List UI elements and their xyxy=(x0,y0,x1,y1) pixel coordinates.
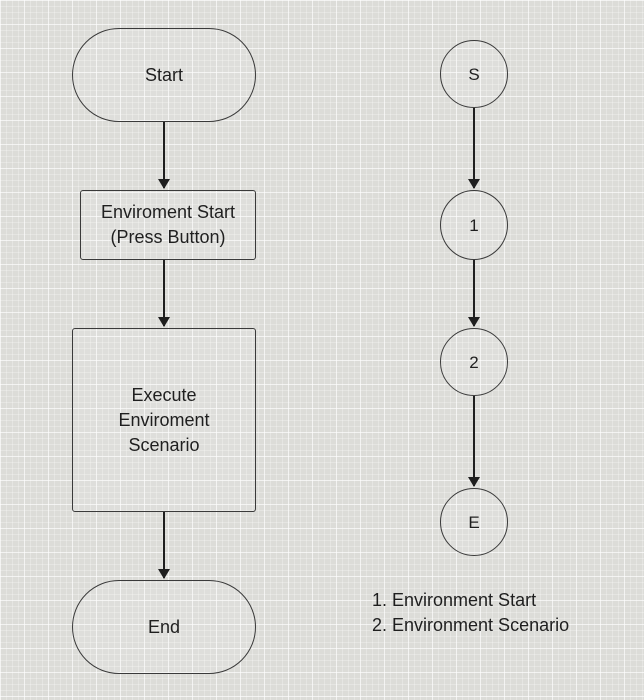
flowchart-step-execute-scenario-label: Execute Enviroment Scenario xyxy=(118,384,210,455)
legend-item-2: 2. Environment Scenario xyxy=(372,615,570,635)
flowchart-end-label: End xyxy=(147,616,181,637)
state-node-start: S xyxy=(440,40,508,108)
state-node-1: 1 xyxy=(440,190,508,260)
flowchart-step-environment-start-label: Enviroment Start (Press Button) xyxy=(100,202,236,247)
state-node-2-label: 2 xyxy=(469,352,479,372)
flowchart-end-terminal: End xyxy=(72,580,256,674)
flowchart-start-label: Start xyxy=(144,64,183,85)
legend-item-1: 1. Environment Start xyxy=(372,590,537,610)
state-node-start-label: S xyxy=(468,64,480,84)
state-node-end-label: E xyxy=(468,512,480,532)
state-node-1-label: 1 xyxy=(469,215,479,235)
state-node-end: E xyxy=(440,488,508,556)
state-legend: 1. Environment Start 2. Environment Scen… xyxy=(372,588,569,638)
flowchart-start-terminal: Start xyxy=(72,28,256,122)
flowchart-step-execute-scenario: Execute Enviroment Scenario xyxy=(72,328,256,512)
flowchart-step-environment-start: Enviroment Start (Press Button) xyxy=(80,190,256,260)
state-node-2: 2 xyxy=(440,328,508,396)
